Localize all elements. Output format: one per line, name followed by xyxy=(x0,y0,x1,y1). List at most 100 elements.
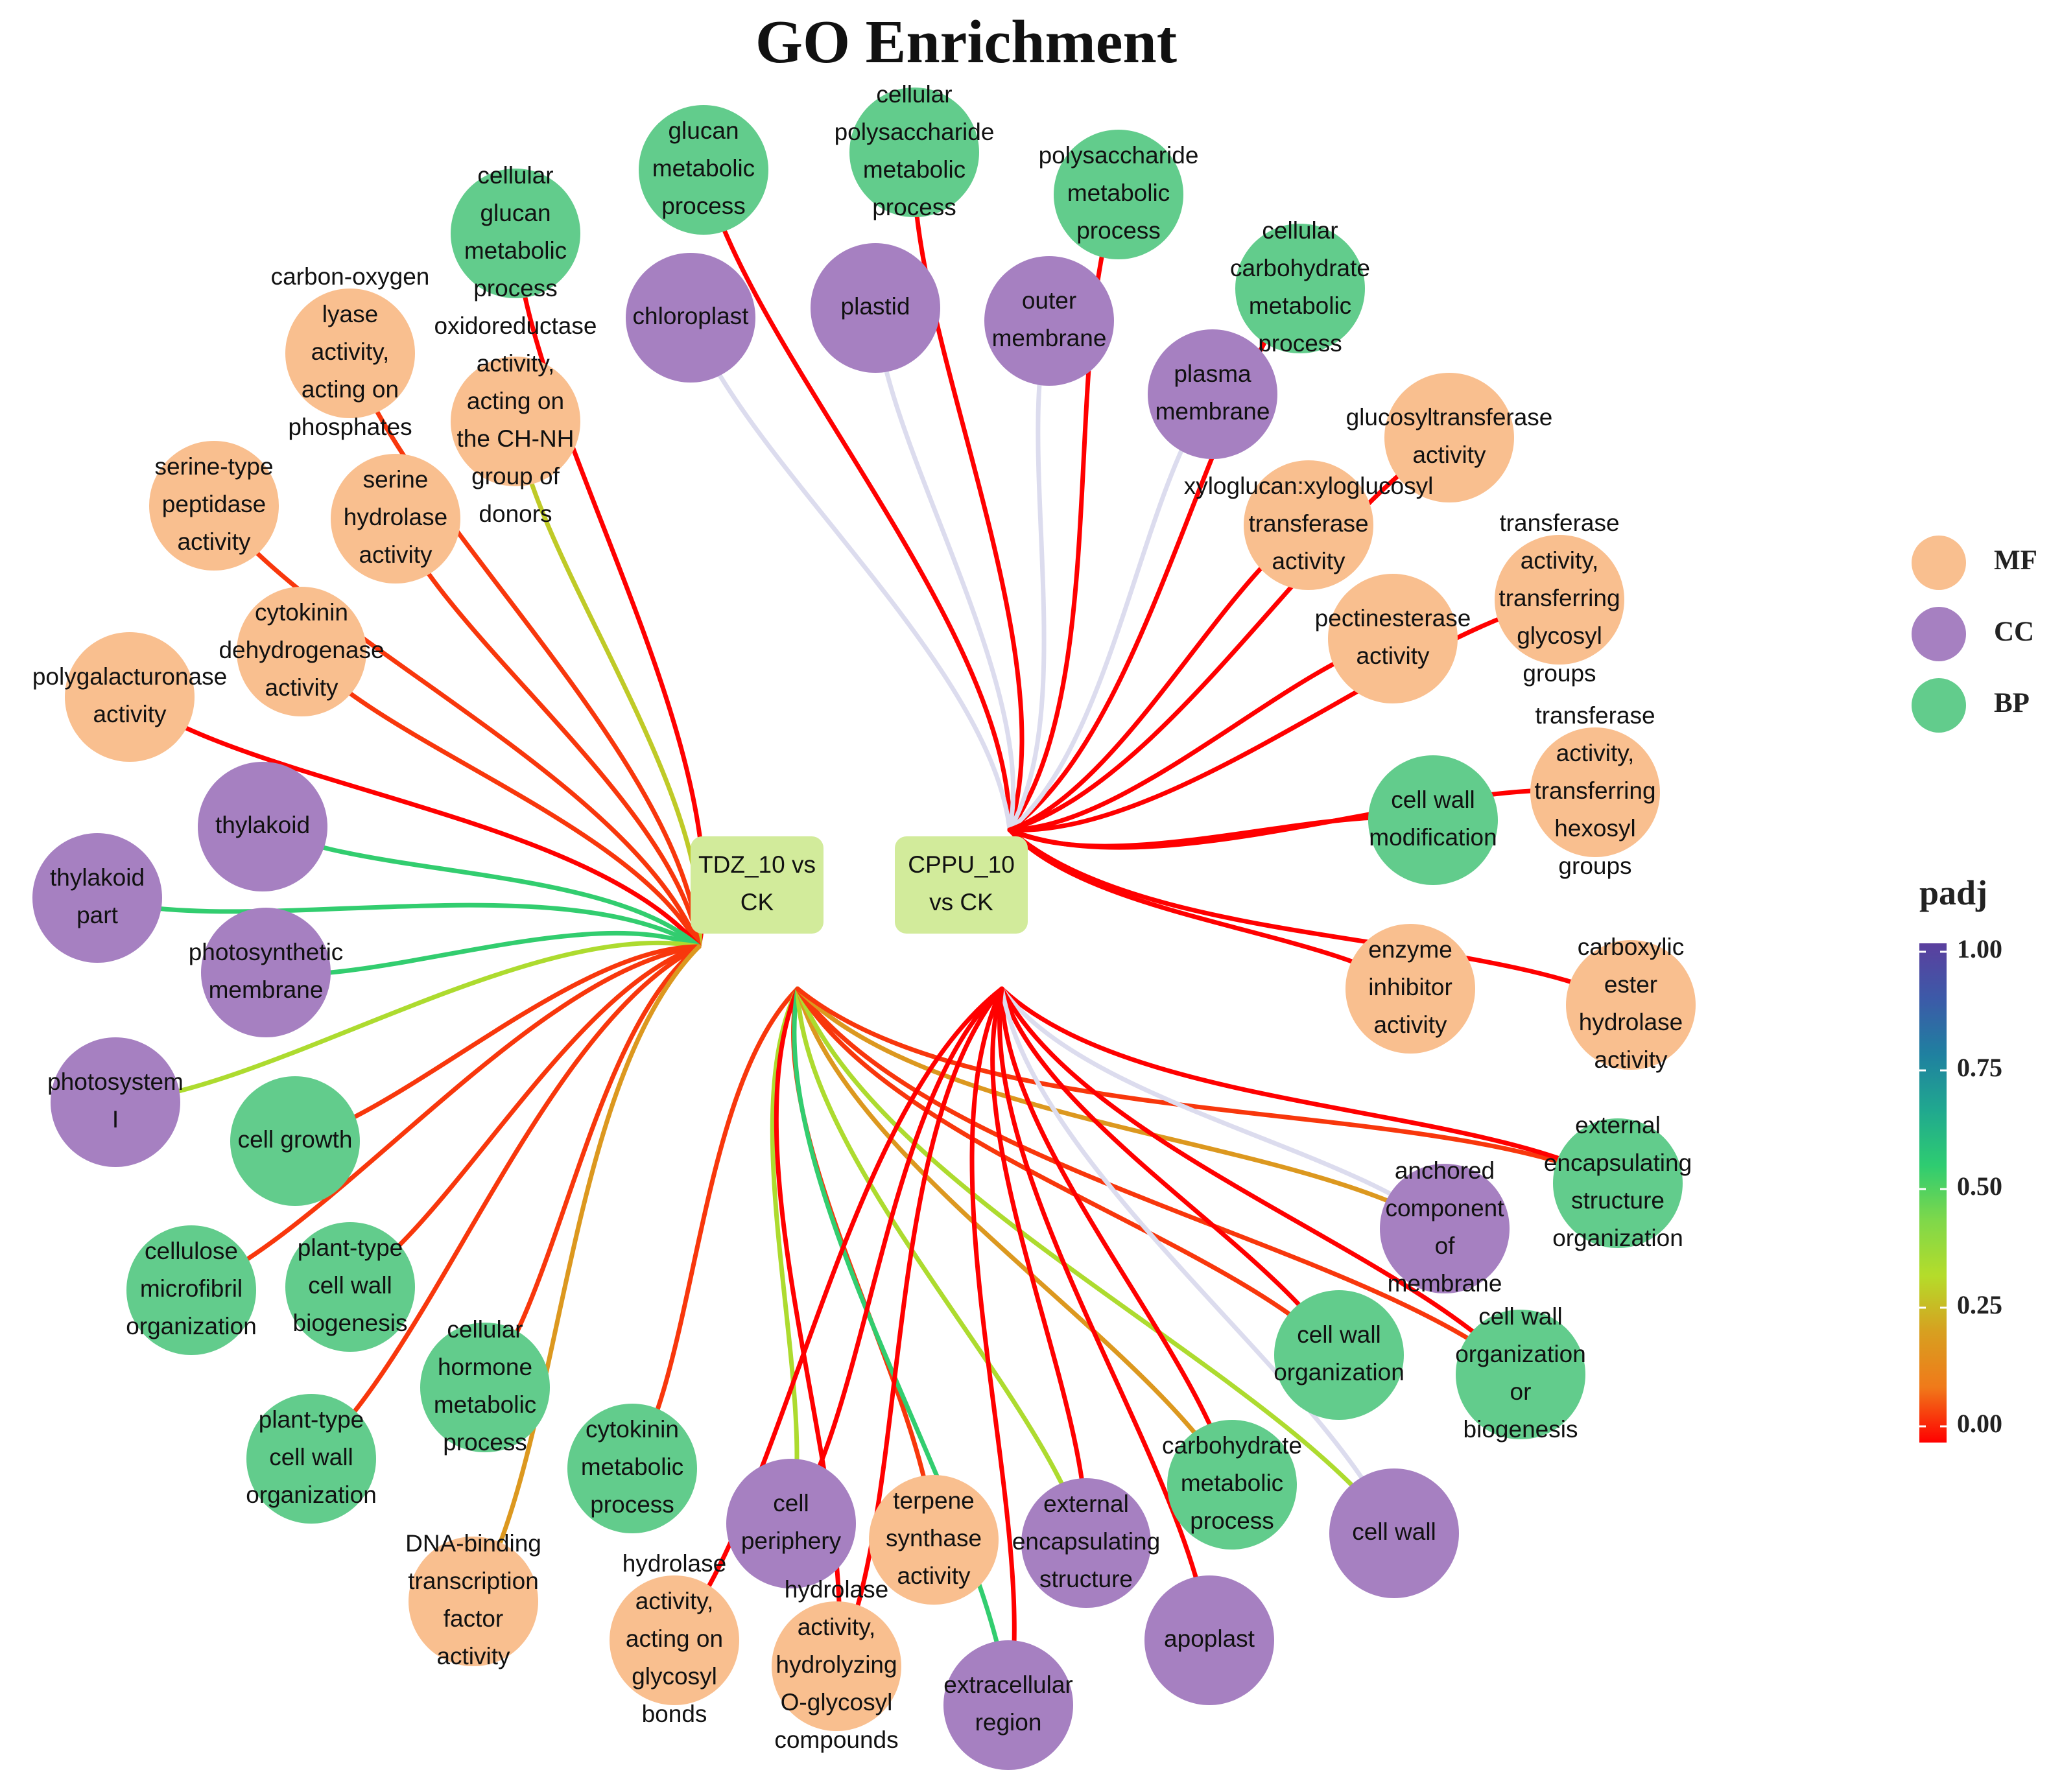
node-label: thylakoid xyxy=(215,812,310,838)
edge-cppu-glucan-metabolic xyxy=(701,167,1012,832)
edge-cppu-plastid xyxy=(873,305,1015,832)
node-label: chloroplast xyxy=(633,303,750,329)
node-circle xyxy=(126,1225,256,1355)
node-circle xyxy=(420,1323,550,1452)
node-circle xyxy=(32,833,162,963)
node-cell-growth: cell growth xyxy=(230,1076,360,1206)
scale-bar xyxy=(1919,943,1947,1443)
node-circle xyxy=(1329,1468,1459,1598)
node-thylakoid: thylakoid xyxy=(198,762,327,891)
edge-cppu-cell-wall-organization xyxy=(999,986,1342,1358)
edge-tdz-carbohydrate-metabolic xyxy=(795,986,1235,1487)
edge-cppu-hydrolase-o-glycosyl xyxy=(834,986,1004,1669)
node-circle xyxy=(567,1404,697,1533)
edge-tdz-thylakoid xyxy=(260,824,702,949)
edge-tdz-photosystem-i xyxy=(113,940,702,1105)
node-circle xyxy=(331,454,460,584)
edge-tdz-cellulose-microfibril xyxy=(189,944,702,1293)
scale-tick-label: 0.00 xyxy=(1957,1409,2002,1438)
node-circle xyxy=(1148,329,1277,459)
legend-swatch-mf xyxy=(1912,536,1966,590)
edge-tdz-cell-wall-org-biogenesis xyxy=(795,986,1523,1377)
node-circle xyxy=(1345,924,1475,1054)
node-circle xyxy=(869,1475,999,1605)
edge-cppu-external-encapsulating-org xyxy=(999,986,1620,1186)
edge-cppu-cellular-polysaccharide xyxy=(911,150,1025,832)
node-circle xyxy=(811,243,940,373)
edge-tdz-cytokinin-metabolic xyxy=(630,986,800,1471)
scale-tick-label: 0.75 xyxy=(1957,1053,2002,1082)
node-circle xyxy=(1380,1164,1510,1293)
edge-cppu-hydrolase-glycosyl-bonds xyxy=(672,986,1004,1643)
node-circle xyxy=(1167,1420,1297,1550)
scale-tick-label: 0.25 xyxy=(1957,1290,2002,1319)
edge-tdz-anchored-component xyxy=(795,986,1447,1231)
node-circle xyxy=(1144,1575,1274,1705)
edge-cppu-apoplast xyxy=(997,986,1212,1643)
node-circle xyxy=(639,105,768,235)
node-circle xyxy=(1235,224,1365,353)
node-circle xyxy=(1244,460,1373,590)
node-circle xyxy=(285,1222,415,1352)
node-circle xyxy=(285,289,415,418)
legend-swatch-cc xyxy=(1912,607,1966,661)
node-circle xyxy=(198,762,327,891)
node-circle xyxy=(849,88,979,217)
legend-label-mf: MF xyxy=(1994,545,2037,576)
node-label: plastid xyxy=(841,293,910,320)
edge-tdz-cell-periphery xyxy=(770,986,800,1526)
node-circle xyxy=(984,256,1114,386)
node-circle xyxy=(772,1601,901,1731)
node-circle xyxy=(409,1537,538,1666)
edge-cppu-extracellular-region xyxy=(969,986,1017,1708)
node-circle xyxy=(201,908,331,1037)
node-circle xyxy=(1328,574,1458,703)
edge-tdz-serine-peptidase xyxy=(211,503,702,949)
